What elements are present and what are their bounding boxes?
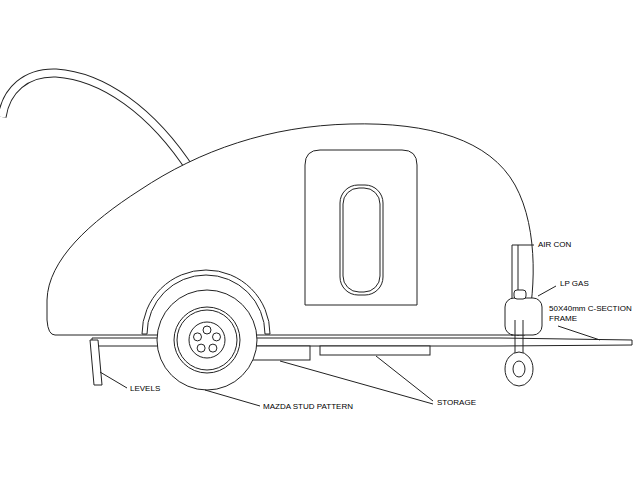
rim-inner (177, 310, 237, 370)
hatch-inner (2, 73, 192, 172)
storage-box (250, 346, 310, 360)
storage-box (320, 346, 430, 355)
jockey-post (515, 320, 523, 355)
window-outer (340, 185, 383, 295)
door (305, 150, 417, 305)
callout-label: 50X40mm C-SECTION FRAME (548, 304, 636, 324)
leader-line (518, 245, 534, 246)
leader-line (376, 356, 433, 401)
stud (203, 326, 211, 334)
window-inner (343, 188, 380, 292)
stud (194, 333, 202, 341)
jockey-wheel (505, 352, 533, 386)
callout-label: STORAGE (436, 398, 477, 408)
jockey-hub (513, 361, 525, 377)
stud (213, 333, 221, 341)
teardrop-body (47, 124, 533, 335)
tyre (157, 290, 257, 390)
rim (174, 307, 240, 373)
stud (209, 344, 217, 352)
leader-line (538, 286, 556, 296)
stud (197, 344, 205, 352)
callout-label: MAZDA STUD PATTERN (262, 402, 354, 412)
hatch-outer (2, 73, 192, 172)
gas-valve (514, 290, 526, 299)
leader-line (100, 372, 127, 388)
callout-label: LP GAS (559, 279, 590, 289)
callout-label: LEVELS (129, 384, 161, 394)
leader-line (205, 390, 260, 406)
hub (189, 322, 225, 358)
level-leg (90, 340, 102, 385)
callout-label: AIR CON (537, 240, 572, 250)
leader-line (558, 326, 600, 340)
